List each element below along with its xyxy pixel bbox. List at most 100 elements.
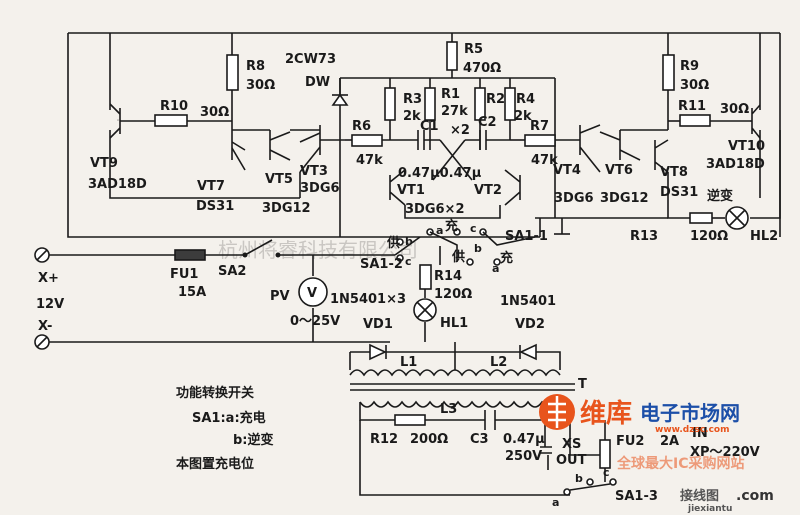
brand-url: www.dzsc.com: [655, 425, 729, 435]
sa12-label: SA1-2: [360, 257, 403, 272]
legend-line3: 本图置充电位: [176, 456, 254, 472]
r9-label: R9: [680, 59, 699, 74]
transformer-t: [350, 370, 575, 407]
r5-value: 470Ω: [463, 61, 501, 76]
pos-b-1: b: [405, 235, 413, 248]
sa11-label: SA1-1: [505, 229, 548, 244]
l3-label: L3: [440, 402, 457, 417]
pv-label: PV: [270, 289, 290, 304]
r14-value: 120Ω: [434, 287, 472, 302]
vt4-label: VT4: [553, 163, 581, 178]
vt3-label: VT3: [300, 164, 328, 179]
pv-range: 0～25V: [290, 314, 340, 329]
out-label: OUT: [556, 453, 587, 468]
vt2-label: VT2: [474, 183, 502, 198]
vt5-type: 3DG12: [262, 201, 311, 216]
r3-resistor: [385, 88, 395, 120]
dw-type: 2CW73: [285, 52, 336, 67]
brand-slogan: 全球最大IC采购网站: [616, 455, 744, 472]
vt6-type: 3DG12: [600, 191, 649, 206]
x-minus-terminal: [35, 335, 390, 349]
hl1-lamp: [414, 289, 436, 342]
legend-line2: b:逆变: [233, 432, 274, 448]
c3-voltage: 250V: [505, 449, 542, 464]
r1-label: R1: [441, 87, 460, 102]
r3-value: 2k: [403, 109, 421, 124]
r2-label: R2: [486, 92, 505, 107]
r10-value: 30Ω: [200, 105, 229, 120]
hl2-invert-label: 逆变: [707, 188, 733, 204]
vt7-label: VT7: [197, 179, 225, 194]
r6-resistor: [345, 135, 405, 146]
r9-resistor: [663, 55, 674, 90]
r11-value: 30Ω: [720, 102, 749, 117]
vt10-transistor: [750, 105, 760, 138]
r14-label: R14: [434, 269, 462, 284]
t-label: T: [578, 377, 587, 392]
dzsc-logo: [539, 394, 575, 430]
sa13-pos-a: a: [552, 496, 559, 509]
sa2-label: SA2: [218, 264, 246, 279]
x-plus-terminal: [35, 248, 175, 262]
r8-resistor: [227, 55, 238, 90]
pos-b-2: b: [474, 242, 482, 255]
c12-values: 0.47μ0.47μ: [398, 166, 482, 181]
legend-title: 功能转换开关: [176, 385, 254, 401]
pv-symbol: V: [307, 286, 317, 301]
vt6-transistor: [600, 130, 668, 160]
r12-label: R12: [370, 432, 398, 447]
r9-value: 30Ω: [680, 78, 709, 93]
vt9-label: VT9: [90, 156, 118, 171]
fu1-label: FU1: [170, 267, 198, 282]
brand-sub: 电子市场网: [640, 401, 740, 425]
r13-resistor: [690, 213, 712, 223]
vt10-label: VT10: [728, 139, 765, 154]
vd2-label: VD2: [515, 317, 545, 332]
x-minus-label: X-: [38, 319, 52, 334]
legend-line1: SA1:a:充电: [192, 410, 266, 426]
charge-label-1: 充: [445, 218, 458, 234]
charge-label-2: 充: [500, 250, 513, 266]
vt9-type: 3AD18D: [88, 177, 147, 192]
vt8-label: VT8: [660, 165, 688, 180]
fu2-value: 2A: [660, 434, 679, 449]
r4-label: R4: [516, 92, 535, 107]
r1-multiplier: ×2: [450, 123, 470, 138]
dw-zener-diode: [332, 78, 348, 105]
hl1-label: HL1: [440, 316, 468, 331]
vt4-transistor: [580, 125, 600, 172]
c2-label: C2: [478, 115, 497, 130]
pos-c-2: c: [470, 222, 477, 235]
r3-label: R3: [403, 92, 422, 107]
vt8-type: DS31: [660, 185, 698, 200]
vd1-note: 1N5401×3: [330, 292, 406, 307]
r8-label: R8: [246, 59, 265, 74]
pos-a-1: a: [436, 224, 443, 237]
r12-resistor: [395, 415, 425, 425]
c3-value: 0.47μ: [503, 432, 545, 447]
r6-label: R6: [352, 119, 371, 134]
x-plus-label: X+: [38, 271, 59, 286]
vt7-type: DS31: [196, 199, 234, 214]
pos-a-2: a: [492, 262, 499, 275]
supply-label-1: 供: [386, 235, 400, 251]
c3-label: C3: [470, 432, 489, 447]
c1-label: C1: [420, 119, 439, 134]
pos-c-1: c: [405, 255, 412, 268]
l1-label: L1: [400, 355, 417, 370]
vd1-label: VD1: [363, 317, 393, 332]
vt5-label: VT5: [265, 172, 293, 187]
vt7-transistor: [232, 130, 270, 170]
sa13-pos-b: b: [575, 472, 583, 485]
l2-label: L2: [490, 355, 507, 370]
ground-symbol: [554, 218, 570, 234]
r5-resistor: [447, 42, 457, 70]
vt10-type: 3AD18D: [706, 157, 765, 172]
supply-label-2: 供: [451, 249, 465, 265]
r8-value: 30Ω: [246, 78, 275, 93]
r12-value: 200Ω: [410, 432, 448, 447]
r13-label: R13: [630, 229, 658, 244]
vt4-type: 3DG6: [554, 191, 594, 206]
